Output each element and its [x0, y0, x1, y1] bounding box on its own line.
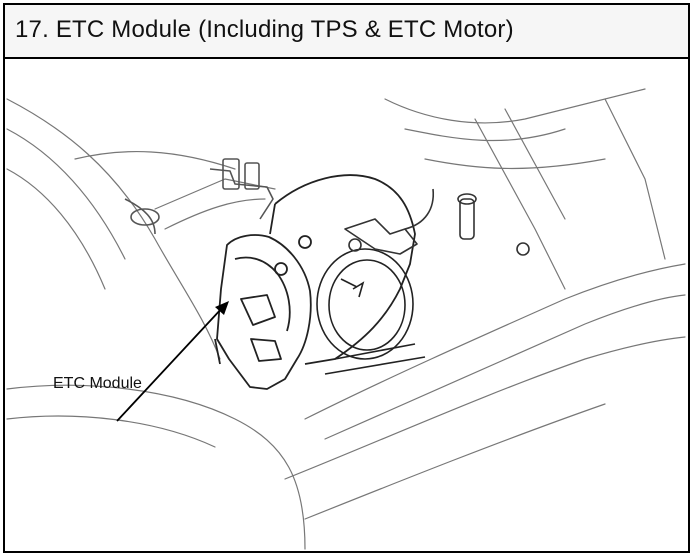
- etc-module-callout-label: ETC Module: [53, 375, 142, 392]
- leader-arrow: [116, 301, 229, 422]
- page-title: 17. ETC Module (Including TPS & ETC Moto…: [15, 16, 514, 43]
- etc-module-illustration: [6, 88, 686, 550]
- title-bar: 17. ETC Module (Including TPS & ETC Moto…: [5, 5, 688, 59]
- figure-frame: 17. ETC Module (Including TPS & ETC Moto…: [3, 3, 690, 553]
